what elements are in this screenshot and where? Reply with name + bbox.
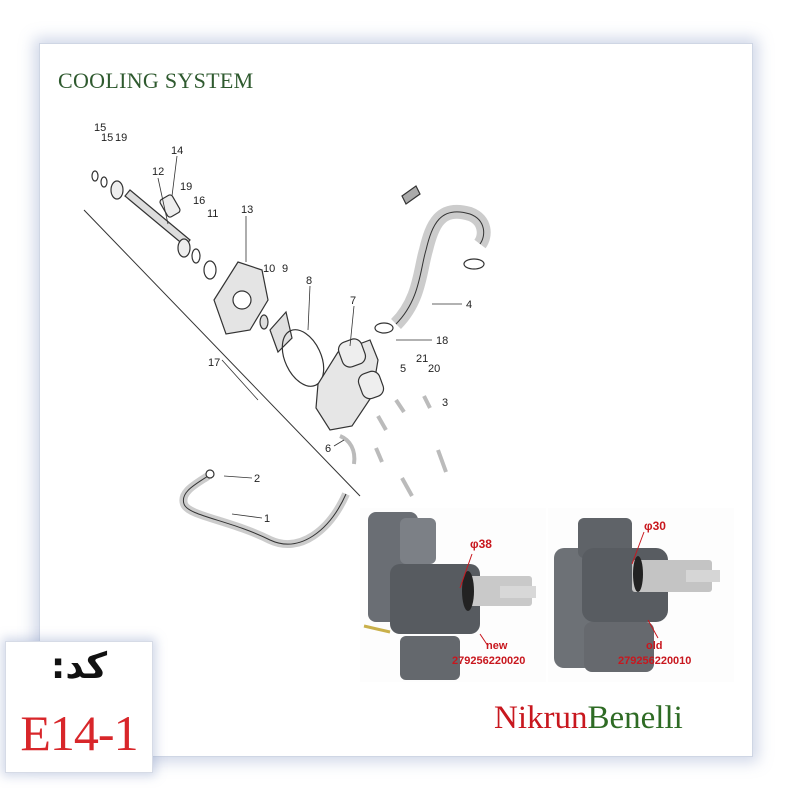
code-label: کد: — [50, 646, 108, 687]
callout-19-b: 19 — [180, 181, 192, 193]
callout-9: 9 — [282, 263, 288, 275]
bearing — [110, 180, 124, 200]
callout-15-a: 15 — [94, 122, 106, 134]
seal-ring — [191, 248, 201, 264]
callout-18: 18 — [436, 335, 448, 347]
callout-20: 20 — [428, 363, 440, 375]
breather-hose-outline — [182, 475, 347, 545]
new-pump-part-number: 279256220020 — [452, 655, 526, 667]
photo-old-pump: φ30 old 279256220010 — [548, 508, 734, 682]
callout-4: 4 — [466, 299, 472, 311]
code-value: E14-1 — [20, 705, 138, 761]
new-pump-image — [360, 508, 546, 682]
bolt — [436, 449, 448, 473]
bushing — [159, 194, 181, 218]
bearing — [177, 238, 191, 258]
leader-line — [333, 439, 345, 447]
callout-21: 21 — [416, 353, 428, 365]
outlet-pipe — [337, 338, 367, 368]
gasket — [281, 329, 325, 387]
pump-shaft — [124, 189, 191, 247]
leader-line — [157, 177, 169, 225]
callout-16: 16 — [193, 195, 205, 207]
leader-line — [349, 305, 355, 347]
photo-new-pump: φ38 new 279256220020 — [360, 508, 546, 682]
flow-arrow-icon — [401, 185, 421, 205]
callout-2: 2 — [254, 473, 260, 485]
impeller — [269, 310, 293, 354]
leader-line — [221, 359, 259, 401]
callout-17: 17 — [208, 357, 220, 369]
radiator-hose-outline — [395, 211, 485, 325]
callout-12: 12 — [152, 166, 164, 178]
new-pump-diameter: φ38 — [470, 537, 492, 551]
hose-clamp — [374, 322, 394, 334]
callout-13: 13 — [241, 204, 253, 216]
hose-clip — [205, 469, 215, 479]
callout-3: 3 — [442, 397, 448, 409]
callout-19-a: 19 — [115, 132, 127, 144]
inlet-pipe — [357, 370, 385, 400]
bolt — [422, 395, 432, 409]
brand-part1: Nikrun — [494, 700, 588, 736]
old-pump-part-number: 279256220010 — [618, 655, 692, 667]
assembly-axis-line — [83, 209, 361, 497]
code-box: کد: E14-1 — [6, 642, 152, 772]
old-pump-status: old — [646, 640, 663, 652]
bolt — [400, 477, 414, 497]
breather-hose — [179, 472, 350, 549]
old-pump-diameter: φ30 — [644, 519, 666, 533]
leader-line — [223, 475, 253, 479]
brand-watermark: NikrunBenelli — [494, 700, 683, 737]
callout-10: 10 — [263, 263, 275, 275]
page-title: COOLING SYSTEM — [58, 68, 254, 93]
callout-8: 8 — [306, 275, 312, 287]
bolt — [374, 447, 384, 463]
bolt — [394, 398, 406, 414]
callout-5: 5 — [400, 363, 406, 375]
o-ring — [203, 260, 217, 280]
brand-part2: Benelli — [587, 700, 683, 736]
callout-1: 1 — [264, 513, 270, 525]
callout-15-b: 15 — [101, 132, 113, 144]
leader-line — [171, 155, 178, 197]
mechanical-seal — [259, 314, 269, 330]
bolt — [376, 415, 388, 431]
seal-ring — [91, 170, 99, 182]
pump-cover-hub — [232, 290, 252, 310]
callout-7: 7 — [350, 295, 356, 307]
leader-line — [307, 285, 311, 331]
leader-line — [231, 513, 263, 519]
callout-14: 14 — [171, 145, 183, 157]
callout-11: 11 — [207, 208, 218, 220]
callout-6: 6 — [325, 443, 331, 455]
old-pump-image — [548, 508, 734, 682]
new-pump-status: new — [486, 640, 508, 652]
hose-clamp — [463, 258, 485, 270]
seal-ring — [100, 176, 108, 188]
bypass-pipe — [339, 434, 357, 465]
